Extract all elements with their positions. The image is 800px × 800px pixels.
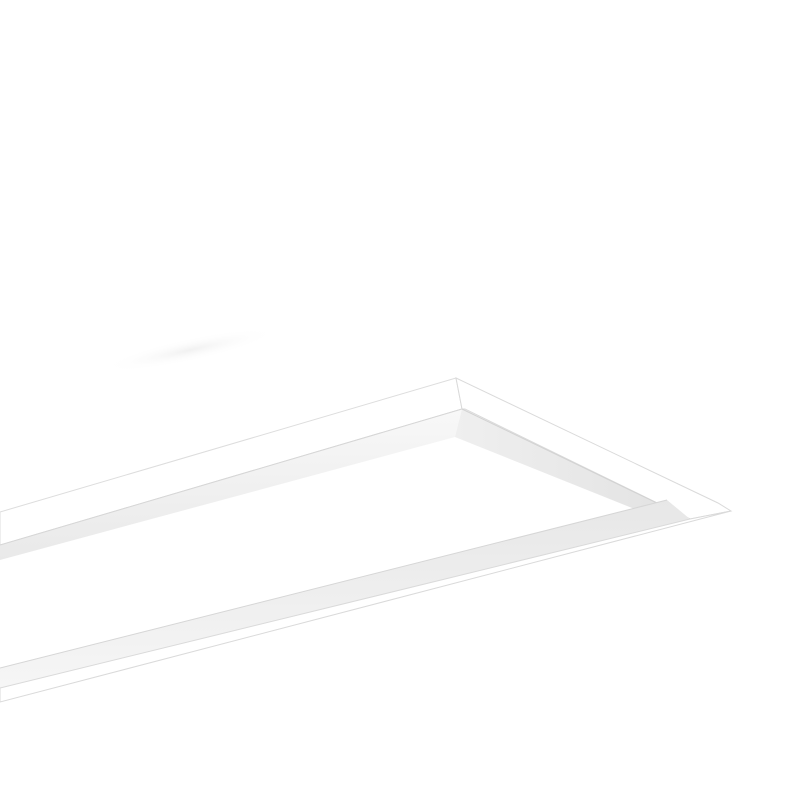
upper-rail [0, 377, 463, 560]
right-end-inner-wall [455, 409, 690, 522]
lower-rail [0, 499, 732, 703]
right-end-edge-line [461, 408, 691, 520]
ceiling-glow [101, 327, 279, 373]
right-end [455, 377, 733, 522]
lower-rail-inner-wall [0, 500, 690, 688]
lower-rail-top-face [0, 510, 732, 703]
upper-rail-top-face [0, 377, 463, 546]
upper-rail-inner-wall [0, 409, 462, 560]
upper-rail-edge-line [0, 408, 463, 546]
lower-rail-edge-line [0, 499, 668, 669]
